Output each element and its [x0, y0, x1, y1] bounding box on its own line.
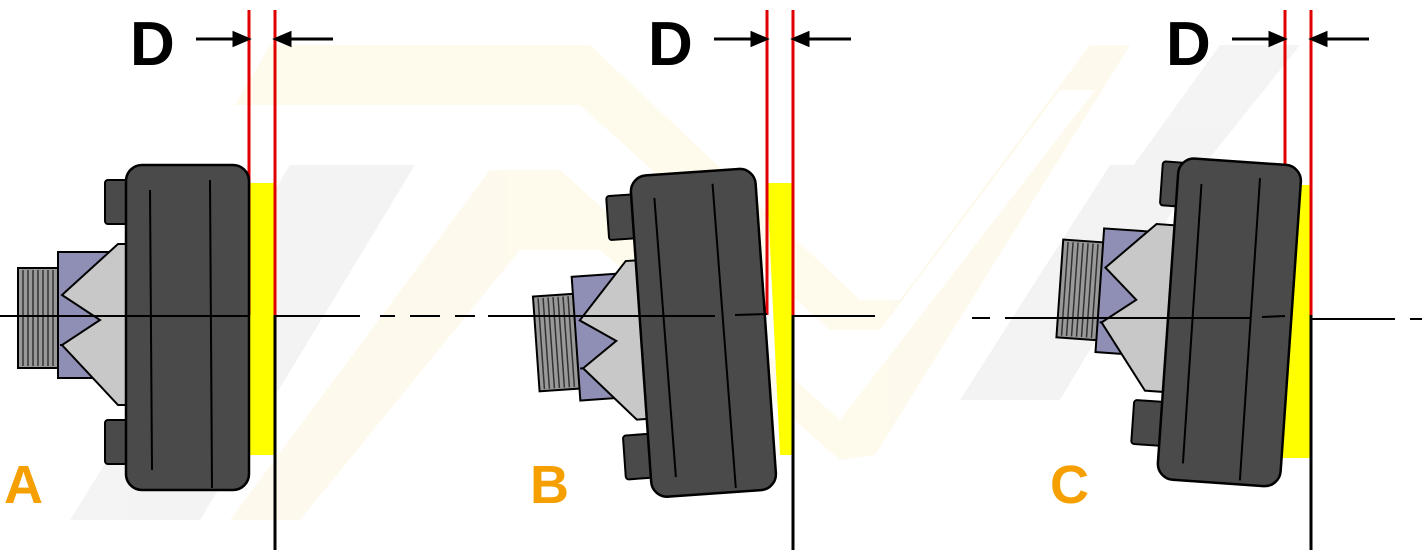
- centerline: [972, 315, 1422, 320]
- rubber-disc: [1156, 157, 1303, 488]
- thread-nut: [17, 267, 63, 369]
- dimension-arrows: [714, 30, 851, 48]
- dimension-arrows: [1232, 30, 1369, 48]
- rubber-disc: [124, 163, 251, 492]
- flange-wedge: [1100, 223, 1183, 394]
- coupling-assembly: [1055, 157, 1303, 488]
- variant-label: C: [1050, 455, 1089, 515]
- variant-label: A: [4, 455, 43, 515]
- dimension-label: D: [1166, 10, 1211, 79]
- variant-label: B: [530, 455, 569, 515]
- rubber-disc: [629, 167, 778, 498]
- coupling-assembly: [17, 163, 251, 492]
- coupling-assembly: [531, 167, 778, 498]
- gap-fill: [248, 183, 275, 455]
- dimension-arrows: [196, 30, 333, 48]
- variant-b: D B: [455, 10, 875, 550]
- centerline: [455, 313, 875, 317]
- dimension-label: D: [648, 10, 693, 79]
- variant-c: D C: [972, 10, 1422, 550]
- variant-a: D A: [0, 10, 440, 550]
- dimension-label: D: [130, 10, 175, 79]
- gap-fill: [767, 183, 793, 455]
